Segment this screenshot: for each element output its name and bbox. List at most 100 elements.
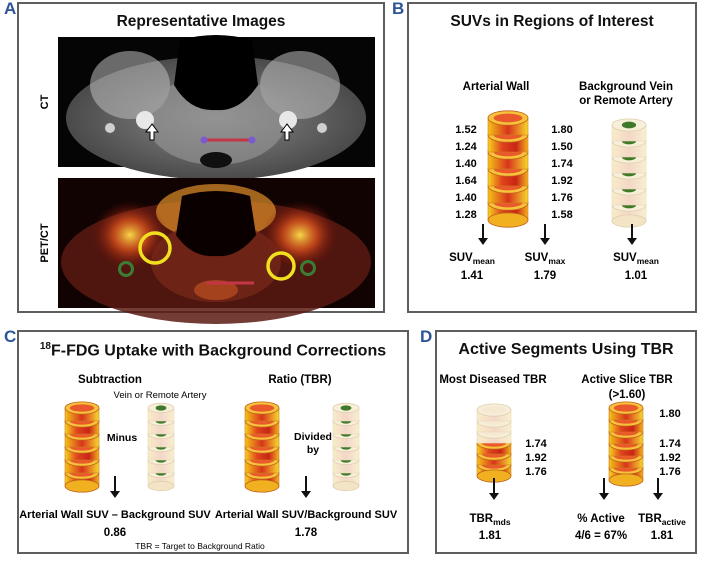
tbr-active-label: TBRactive [638,513,686,527]
arrow-suv-max [540,224,550,245]
arrow-tbr-mds [489,478,499,500]
most-diseased-title: Most Diseased TBR [439,374,547,386]
arterial-wall-title: Arterial Wall [463,81,530,93]
lumen [621,121,637,129]
arrow-head [110,491,120,498]
value-label: 1.40 [455,192,476,204]
ratio-title: Ratio (TBR) [268,374,331,386]
value-label: 1.74 [659,438,681,450]
bg-suv-mean-text: SUV [613,252,637,264]
ratio-formula: Arterial Wall SUV/Background SUV [215,509,398,521]
arrow-head [478,238,488,245]
ratio-background-stack [332,402,360,492]
arterial-right-values: 1.801.501.741.921.761.58 [551,124,573,221]
arrow-suv-mean [478,224,488,245]
arrow-percent-active [599,478,609,500]
subtraction-background-stack [147,402,175,492]
value-label: 1.40 [455,158,476,170]
active-top-value: 1.80 [659,408,680,420]
value-label: 1.92 [659,452,680,464]
panel-b: SUVs in Regions of Interest [407,2,697,313]
panel-d-letter: D [420,327,433,346]
subtraction-value: 0.86 [104,527,126,539]
lumen [69,404,95,412]
vein-remote-artery-label: Vein or Remote Artery [114,390,207,401]
value-label: 1.80 [551,124,572,136]
pet-ct-label: PET/CT [39,223,51,262]
ring-bottom [147,480,175,492]
ct-image [58,35,375,180]
divided-label-line2: by [307,444,319,456]
lumen [481,406,507,414]
minus-label: Minus [107,432,137,444]
arrow-head [301,491,311,498]
suv-max-sub: max [548,256,565,266]
tbr-footnote: TBR = Target to Background Ratio [135,541,265,551]
value-label: 1.58 [551,209,572,221]
lumen [493,113,523,123]
value-label: 1.74 [551,158,573,170]
arrow-head [599,493,609,500]
arrow-tbr-active [653,478,663,500]
ring-bottom [608,473,644,487]
panel-a-letter: A [4,0,17,18]
panel-a-title: Representative Images [116,13,286,30]
value-label: 1.24 [455,141,477,153]
tbr-mds-value: 1.81 [479,530,502,542]
lumen [155,405,167,411]
subtraction-title: Subtraction [78,374,142,386]
active-slice-values: 1.74 1.92 1.76 [659,438,681,478]
arterial-left-values: 1.52 1.24 1.40 1.64 1.40 1.28 [455,124,477,221]
tbr-mds-sub: mds [493,517,511,527]
panel-b-title: SUVs in Regions of Interest [450,13,654,30]
value-label: 1.50 [551,141,572,153]
tbr-active-text: TBR [638,513,662,525]
tbr-mds-text: TBR [469,513,493,525]
arrow-head [653,493,663,500]
suv-mean-label: SUVmean [449,252,495,266]
ring-bottom [64,479,100,493]
panel-c-title: 18F-FDG Uptake with Background Correctio… [19,341,407,360]
subtraction-formula: Arterial Wall SUV – Background SUV [19,509,211,521]
arrow-subtraction [110,476,120,498]
panel-d-title: Active Segments Using TBR [458,341,674,358]
arrow-head [540,238,550,245]
panel-c-title-main: F-FDG Uptake with Background Corrections [50,342,387,360]
tbr-active-sub: active [662,517,686,527]
ct-label: CT [39,94,51,109]
value-label: 1.76 [659,466,680,478]
divided-label-line1: Divided [294,431,332,443]
value-label: 1.52 [455,124,476,136]
percent-active-value: 4/6 = 67% [575,530,627,542]
suv-max-value: 1.79 [534,270,556,282]
ratio-value: 1.78 [295,527,318,539]
tbr-mds-label: TBRmds [469,513,510,527]
ratio-arterial-stack [244,401,280,493]
value-label: 1.64 [455,175,477,187]
value-label: 1.28 [455,209,476,221]
suv-mean-sub: mean [473,256,495,266]
value-label: 1.76 [551,192,572,204]
pet-ct-image [58,178,375,324]
active-slice-title: Active Slice TBR [581,374,673,386]
ring-bottom [611,214,647,228]
arrow-head [489,493,499,500]
most-diseased-values: 1.74 1.92 1.76 [525,438,547,478]
subtraction-arterial-stack [64,401,100,493]
percent-active-label: % Active [577,513,625,525]
bg-suv-mean-sub: mean [637,256,659,266]
lumen [340,405,352,411]
background-title-line2: or Remote Artery [579,95,673,107]
ring-bottom [332,480,360,492]
panel-b-letter: B [392,0,405,18]
suv-max-label: SUVmax [525,252,566,266]
value-label: 1.92 [525,452,546,464]
bg-suv-mean-label: SUVmean [613,252,659,266]
value-label: 1.76 [525,466,546,478]
suv-max-text: SUV [525,252,549,264]
lumen [249,404,275,412]
bg-suv-mean-value: 1.01 [625,270,648,282]
tbr-active-value: 1.81 [651,530,674,542]
value-label: 1.74 [525,438,547,450]
